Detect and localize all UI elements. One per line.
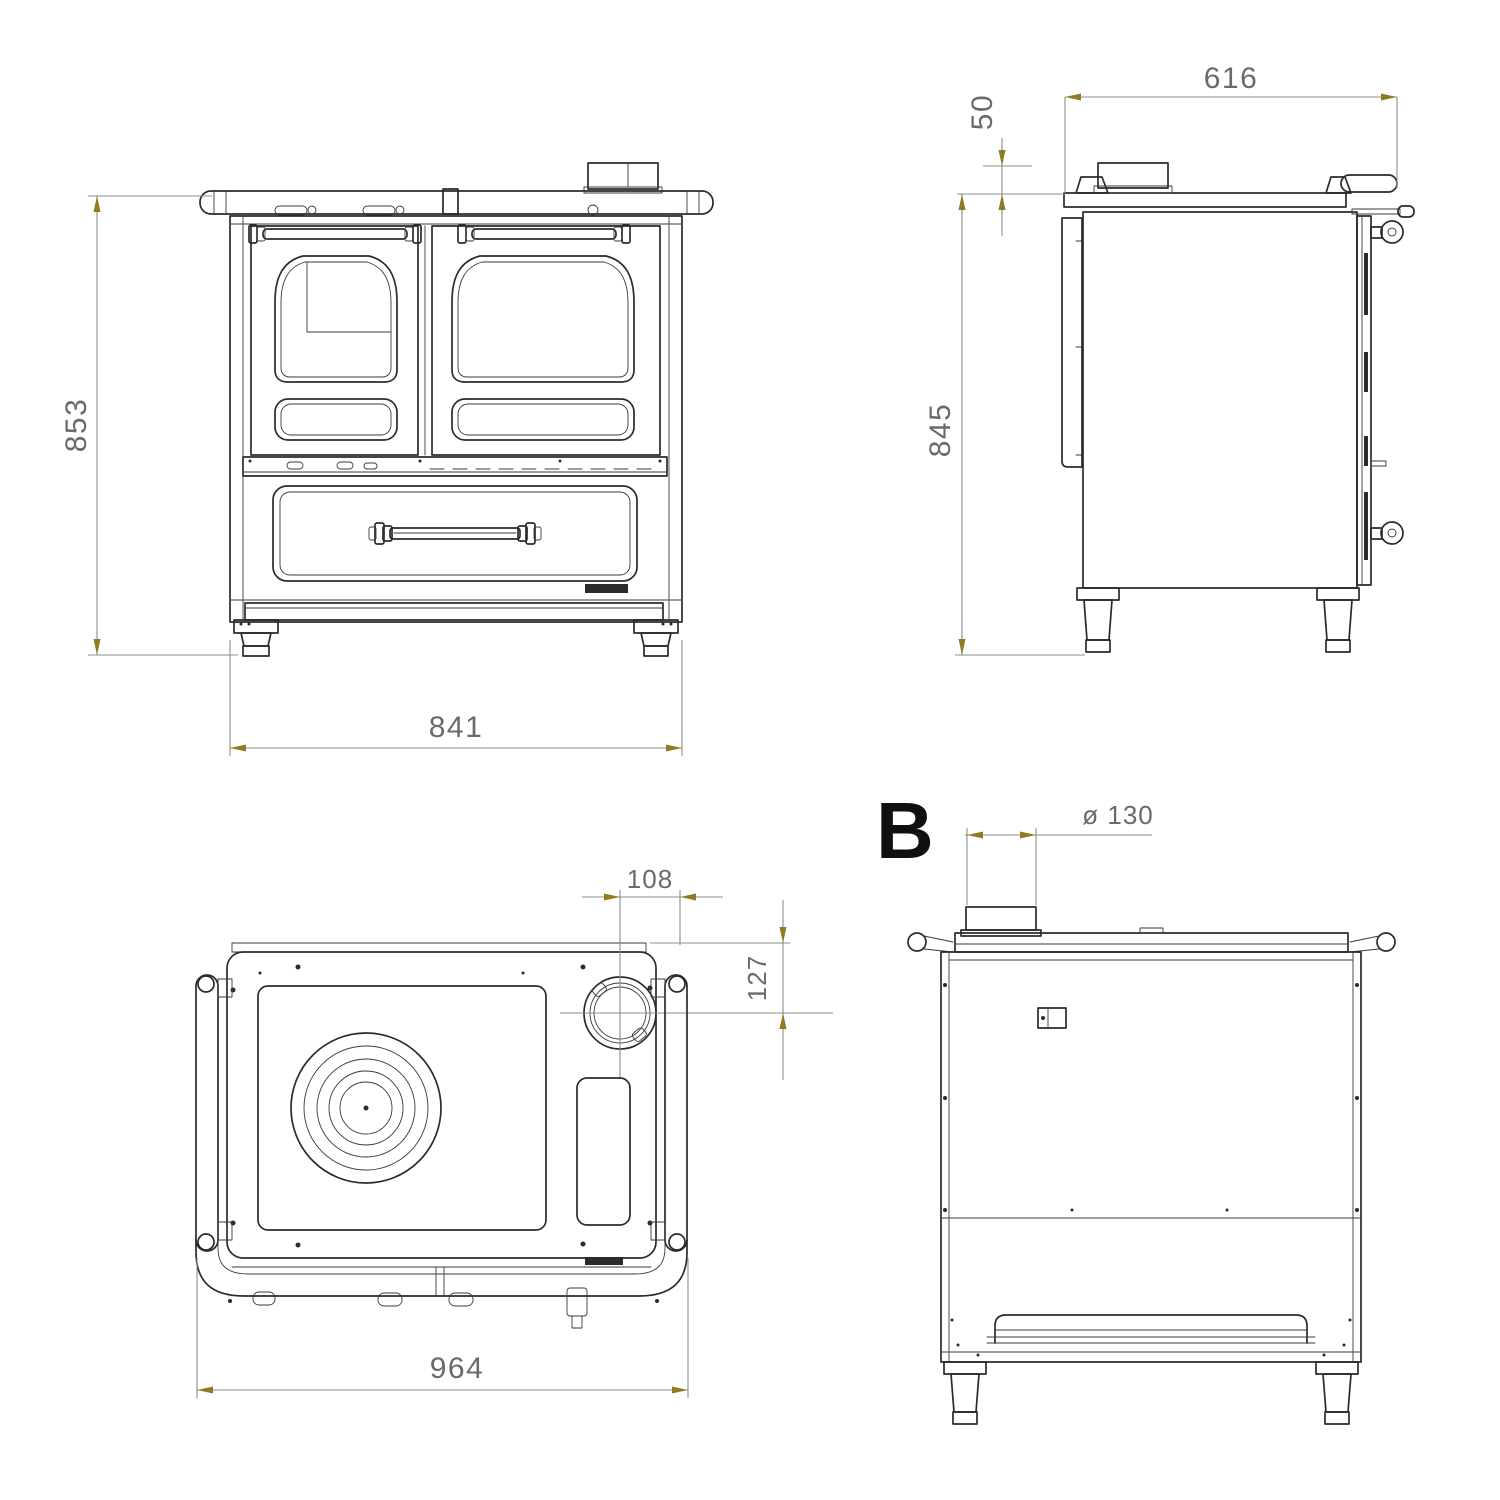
front-body <box>229 215 683 623</box>
top-width-dimension: 964 <box>196 1258 689 1398</box>
top-flue-y-dimension: 127 <box>650 900 790 1080</box>
top-brand-label <box>585 1257 623 1265</box>
side-latch-pin <box>1370 460 1387 467</box>
side-view: 616 50 845 <box>924 62 1415 656</box>
side-right-foot <box>1316 587 1360 653</box>
rail-center-bracket <box>442 188 459 215</box>
front-top-rail <box>199 188 714 215</box>
side-rear-shield <box>1061 217 1083 468</box>
side-height-label: 845 <box>924 403 957 458</box>
side-hob-slab <box>1063 192 1347 208</box>
side-flue-collar-dimension: 50 <box>957 94 1065 236</box>
top-front-rail <box>195 1239 688 1329</box>
wood-drawer <box>272 485 638 593</box>
side-upper-knob <box>1370 220 1404 244</box>
warming-plate <box>576 1077 631 1226</box>
side-door-edge <box>1356 215 1404 586</box>
side-height-dimension: 845 <box>924 194 1085 656</box>
top-left-rail <box>195 974 233 1252</box>
oven-door-window <box>274 255 398 383</box>
side-door-handle-rod <box>1351 208 1401 215</box>
top-width-label: 964 <box>430 1352 485 1385</box>
side-left-foot <box>1076 587 1120 653</box>
top-right-rail <box>650 974 688 1252</box>
back-view: B ø 130 <box>876 786 1396 1425</box>
back-flue-diameter-dimension: ø 130 <box>965 800 1154 905</box>
top-flue-x-label: 108 <box>627 864 673 894</box>
front-width-label: 841 <box>429 711 484 744</box>
firebox-door-window <box>451 255 635 383</box>
front-right-foot <box>633 619 679 657</box>
back-bottom-bar <box>986 1314 1316 1344</box>
side-depth-label: 616 <box>1204 62 1259 95</box>
front-view: 853 841 <box>60 162 714 756</box>
back-flue-diameter-label: ø 130 <box>1082 800 1154 830</box>
firebox-door-handle <box>457 224 631 244</box>
back-view-label: B <box>876 786 934 875</box>
side-rail <box>1075 174 1415 218</box>
side-flue-collar-label: 50 <box>966 94 999 130</box>
drawer-handle <box>368 522 542 545</box>
front-left-foot <box>233 619 279 657</box>
side-handle-knob <box>1397 205 1415 218</box>
back-flue-pipe <box>960 906 1042 937</box>
front-rail-slots <box>274 204 599 216</box>
top-view: 108 127 964 <box>195 864 833 1398</box>
oven-door <box>248 224 426 456</box>
back-right-rail-end <box>1349 932 1396 953</box>
front-base <box>229 599 683 621</box>
front-height-label: 853 <box>60 398 93 453</box>
back-screws <box>943 983 1359 1357</box>
top-flue-x-dimension: 108 <box>582 864 723 945</box>
front-grate-band <box>242 456 668 477</box>
side-body <box>1063 192 1358 589</box>
top-surface <box>226 951 657 1259</box>
junction-box <box>1037 1007 1067 1029</box>
brand-label <box>585 584 628 593</box>
firebox-door <box>431 224 661 456</box>
back-right-foot <box>1315 1361 1359 1425</box>
hob-plate <box>257 985 547 1231</box>
back-left-rail-end <box>907 932 954 953</box>
top-back-lip <box>231 942 647 953</box>
firebox-door-vent <box>451 398 635 441</box>
back-left-foot <box>943 1361 987 1425</box>
back-panel <box>940 951 1362 1363</box>
oven-door-handle <box>248 224 422 244</box>
front-flue-box <box>583 162 663 194</box>
side-depth-dimension: 616 <box>1064 62 1398 193</box>
top-latch <box>566 1287 588 1317</box>
top-flue-y-label: 127 <box>742 955 772 1001</box>
oven-door-vent <box>274 398 398 441</box>
side-lower-knob <box>1370 521 1404 545</box>
front-width-dimension: 841 <box>229 640 683 756</box>
side-flue-box <box>1093 162 1173 194</box>
back-hob-edge <box>907 927 1396 953</box>
front-height-dimension: 853 <box>60 195 238 656</box>
cooking-rings <box>290 1032 442 1184</box>
